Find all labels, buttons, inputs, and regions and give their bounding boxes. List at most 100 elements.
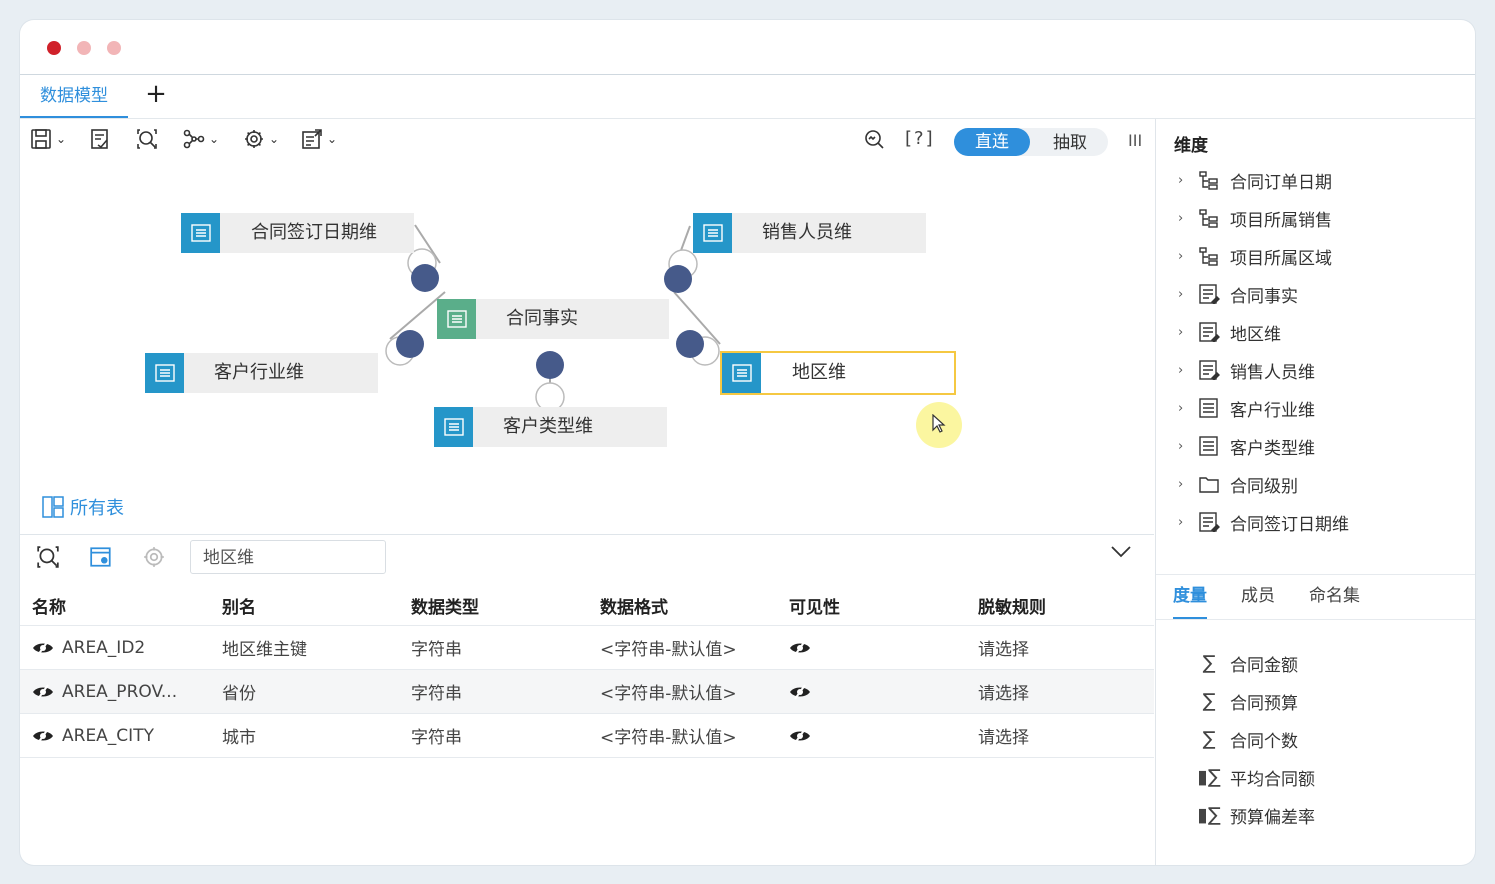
join-dot[interactable] bbox=[536, 351, 564, 379]
measure-item[interactable]: ∑合同个数 bbox=[1196, 724, 1298, 754]
minimize-window-button[interactable] bbox=[77, 41, 91, 55]
column-header[interactable]: 可见性 bbox=[789, 597, 840, 618]
chevron-right-icon[interactable]: › bbox=[1178, 286, 1184, 302]
dimension-item[interactable]: › 合同签订日期维 bbox=[1178, 507, 1349, 537]
dimension-item[interactable]: ›合同级别 bbox=[1178, 469, 1298, 499]
node-customer-type-dim[interactable]: 客户类型维 bbox=[434, 407, 667, 447]
table-row[interactable]: AREA_ID2 地区维主键 字符串 <字符串-默认值> 请选择 bbox=[20, 625, 1154, 670]
eye-icon[interactable] bbox=[789, 683, 811, 700]
join-dot[interactable] bbox=[411, 264, 439, 292]
node-contract-date-dim[interactable]: 合同签订日期维 bbox=[181, 213, 414, 253]
measure-item[interactable]: ∑合同预算 bbox=[1196, 686, 1298, 716]
column-header[interactable]: 数据类型 bbox=[411, 597, 479, 618]
dimension-item[interactable]: ›地区维 bbox=[1178, 317, 1281, 347]
tab-members[interactable]: 成员 bbox=[1241, 586, 1275, 606]
dimension-item[interactable]: ›销售人员维 bbox=[1178, 355, 1315, 385]
table-edit-icon bbox=[1198, 321, 1222, 343]
chevron-right-icon[interactable]: › bbox=[1178, 438, 1184, 454]
chevron-right-icon[interactable]: › bbox=[1178, 514, 1184, 530]
field-type[interactable]: 字符串 bbox=[399, 669, 588, 714]
join-lines bbox=[385, 224, 721, 412]
field-alias[interactable]: 城市 bbox=[210, 713, 399, 758]
table-name-field[interactable]: 地区维 bbox=[190, 540, 386, 574]
node-salesperson-dim[interactable]: 销售人员维 bbox=[693, 213, 926, 253]
field-format[interactable]: <字符串-默认值> bbox=[588, 625, 777, 670]
table-edit-icon bbox=[1198, 283, 1222, 305]
tab-data-model[interactable]: 数据模型 bbox=[20, 75, 128, 118]
tab-measures[interactable]: 度量 bbox=[1173, 575, 1207, 619]
column-header[interactable]: 脱敏规则 bbox=[978, 597, 1046, 618]
gear-icon bbox=[245, 130, 263, 148]
dimension-item[interactable]: ›客户行业维 bbox=[1178, 393, 1315, 423]
search-field-button[interactable] bbox=[36, 545, 60, 573]
masking-rule-select[interactable]: 请选择 bbox=[966, 625, 1154, 670]
chevron-right-icon[interactable]: › bbox=[1178, 476, 1184, 492]
add-tab-button[interactable]: + bbox=[145, 79, 167, 109]
measure-item[interactable]: ▮∑平均合同额 bbox=[1196, 762, 1315, 792]
node-customer-industry-dim[interactable]: 客户行业维 bbox=[145, 353, 378, 393]
field-type[interactable]: 字符串 bbox=[399, 625, 588, 670]
field-name: AREA_PROV... bbox=[62, 681, 178, 702]
field-alias[interactable]: 省份 bbox=[210, 669, 399, 714]
field-format[interactable]: <字符串-默认值> bbox=[588, 713, 777, 758]
join-dot[interactable] bbox=[396, 330, 424, 358]
settings-menu-button[interactable]: ⌄ bbox=[243, 127, 279, 151]
column-header[interactable]: 数据格式 bbox=[600, 597, 668, 618]
masking-rule-select[interactable]: 请选择 bbox=[966, 713, 1154, 758]
dimension-item[interactable]: ›项目所属销售 bbox=[1178, 203, 1332, 233]
eye-icon[interactable] bbox=[789, 639, 811, 656]
eye-icon[interactable] bbox=[32, 683, 54, 700]
search-table-button[interactable] bbox=[136, 127, 158, 151]
close-window-button[interactable] bbox=[47, 41, 61, 55]
folder-icon bbox=[1198, 473, 1222, 495]
dimension-item[interactable]: ›合同订单日期 bbox=[1178, 165, 1332, 195]
field-format[interactable]: <字符串-默认值> bbox=[588, 669, 777, 714]
dimension-item[interactable]: ›项目所属区域 bbox=[1178, 241, 1332, 271]
chevron-right-icon[interactable]: › bbox=[1178, 248, 1184, 264]
all-tables-button[interactable]: 所有表 bbox=[42, 494, 124, 520]
table-row[interactable]: AREA_PROV... 省份 字符串 <字符串-默认值> 请选择 bbox=[20, 669, 1154, 714]
eye-icon[interactable] bbox=[32, 727, 54, 744]
collapse-panel-button[interactable] bbox=[1110, 543, 1132, 564]
table-row[interactable]: AREA_CITY 城市 字符串 <字符串-默认值> 请选择 bbox=[20, 713, 1154, 758]
edit-sql-button[interactable] bbox=[89, 127, 111, 151]
field-type[interactable]: 字符串 bbox=[399, 713, 588, 758]
mode-extract-button[interactable]: 抽取 bbox=[1053, 133, 1087, 153]
relation-menu-button[interactable]: ⌄ bbox=[183, 127, 219, 151]
chevron-right-icon[interactable]: › bbox=[1178, 172, 1184, 188]
node-region-dim[interactable]: 地区维 bbox=[720, 351, 956, 395]
export-menu-button[interactable]: ⌄ bbox=[301, 127, 337, 151]
chevron-right-icon[interactable]: › bbox=[1178, 400, 1184, 416]
field-alias[interactable]: 地区维主键 bbox=[210, 625, 399, 670]
column-header[interactable]: 名称 bbox=[32, 597, 66, 618]
table-settings-icon bbox=[90, 547, 111, 567]
chevron-right-icon[interactable]: › bbox=[1178, 324, 1184, 340]
dimension-item[interactable]: ›客户类型维 bbox=[1178, 431, 1315, 461]
app-window: 数据模型 + ⌄ ⌄ ⌄ ⌄ [?] 直连 bbox=[20, 20, 1475, 865]
maximize-window-button[interactable] bbox=[107, 41, 121, 55]
table-settings-button[interactable] bbox=[89, 545, 113, 573]
join-dot[interactable] bbox=[676, 330, 704, 358]
panel-toggle-button[interactable]: III bbox=[1128, 131, 1143, 150]
dimension-item[interactable]: › 合同事实 bbox=[1178, 279, 1298, 309]
dimension-label: 合同签订日期维 bbox=[1230, 514, 1349, 535]
zoom-fit-button[interactable] bbox=[863, 127, 885, 151]
dimension-label: 合同事实 bbox=[1230, 286, 1298, 307]
chevron-right-icon[interactable]: › bbox=[1178, 210, 1184, 226]
save-menu-button[interactable]: ⌄ bbox=[30, 127, 66, 151]
field-settings-button[interactable] bbox=[142, 545, 166, 573]
node-contract-fact[interactable]: 合同事实 bbox=[437, 299, 669, 339]
mode-direct-button[interactable]: 直连 bbox=[954, 128, 1030, 156]
node-label: 客户类型维 bbox=[503, 416, 593, 437]
help-button[interactable]: [?] bbox=[905, 128, 935, 149]
masking-rule-select[interactable]: 请选择 bbox=[966, 669, 1154, 714]
eye-icon[interactable] bbox=[32, 639, 54, 656]
join-dot[interactable] bbox=[664, 265, 692, 293]
eye-icon[interactable] bbox=[789, 727, 811, 744]
model-canvas[interactable]: 合同签订日期维 销售人员维 合同事实 客户行业维 地区维 客户类型维 bbox=[20, 169, 1154, 499]
measure-item[interactable]: ▮∑预算偏差率 bbox=[1196, 800, 1315, 830]
column-header[interactable]: 别名 bbox=[222, 597, 256, 618]
measure-item[interactable]: ∑合同金额 bbox=[1196, 648, 1298, 678]
chevron-right-icon[interactable]: › bbox=[1178, 362, 1184, 378]
tab-named-sets[interactable]: 命名集 bbox=[1309, 586, 1360, 606]
